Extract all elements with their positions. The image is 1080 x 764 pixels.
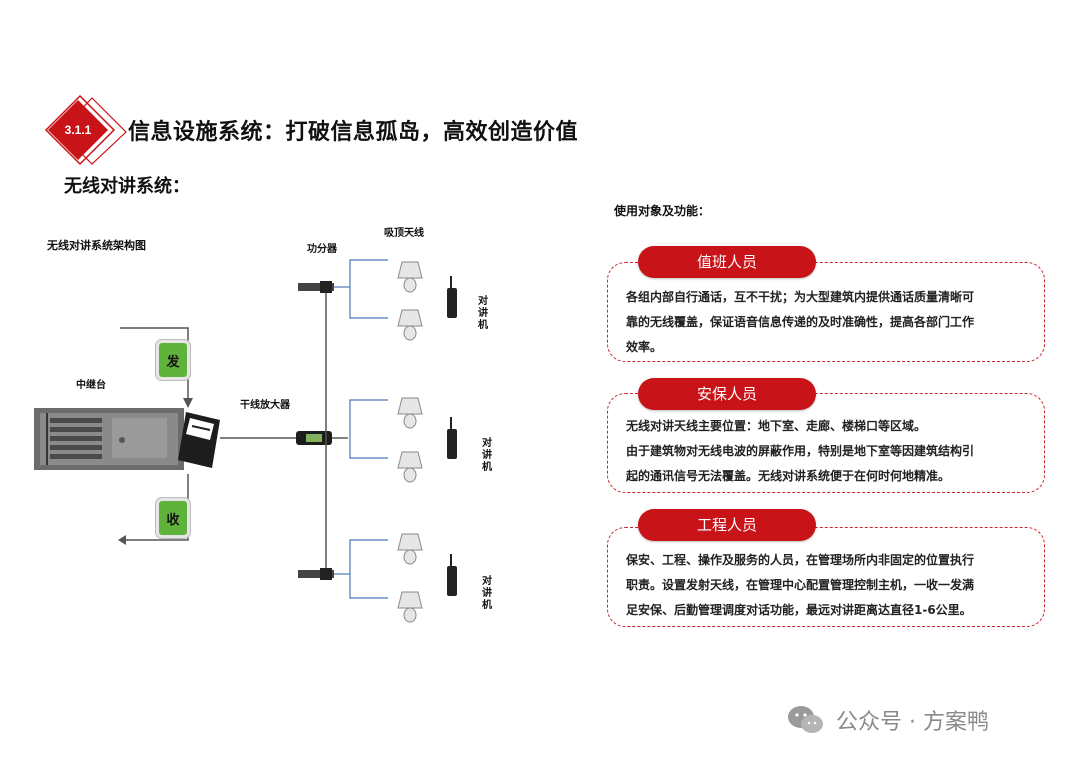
wechat-icon [788,706,823,733]
role-pill-security: 安保人员 [638,378,816,410]
diagram-title: 无线对讲系统架构图 [47,239,146,252]
card-line: 效率。 [626,340,663,354]
watermark-text: 公众号 · 方案鸭 [836,710,989,735]
subtitle: 无线对讲系统： [64,176,190,197]
card-line: 起的通讯信号无法覆盖。无线对讲系统便于在何时何地精准。 [626,469,951,483]
card-line: 保安、工程、操作及服务的人员，在管理场所内非固定的位置执行 [626,553,975,567]
card-line: 职责。设置发射天线，在管理中心配置管理控制主机，一收一发满 [626,578,975,592]
radio-label-3: 对讲机 [482,576,492,611]
ceiling-antenna-label: 吸顶天线 [384,228,424,239]
card-line: 靠的无线覆盖，保证语音信息传递的及时准确性，提高各部门工作 [626,315,975,329]
card-line: 由于建筑物对无线电波的屏蔽作用，特别是地下室等因建筑结构引 [626,444,975,458]
radio-label-1: 对讲机 [478,296,488,331]
splitter-bottom [298,568,334,580]
role-pill-engineering: 工程人员 [638,509,816,541]
architecture-diagram [34,259,457,623]
card-duty-staff: 各组内部自行通话，互不干扰；为大型建筑内提供通话质量清晰可 靠的无线覆盖，保证语… [607,262,1045,362]
receive-button: 收 [156,498,190,538]
duplexer-device [178,412,220,468]
uses-title: 使用对象及功能： [614,204,711,218]
section-title: 信息设施系统：打破信息孤岛，高效创造价值 [128,120,579,145]
card-engineering-staff: 保安、工程、操作及服务的人员，在管理场所内非固定的位置执行 职责。设置发射天线，… [607,527,1045,627]
section-badge: 3.1.1 [44,94,144,166]
badge-number: 3.1.1 [65,123,92,137]
ceiling-antennas [397,261,423,623]
splitter-top [298,281,334,293]
repeater-label: 中继台 [76,380,106,391]
repeater-device [34,408,184,470]
card-security-staff: 无线对讲天线主要位置：地下室、走廊、楼梯口等区域。 由于建筑物对无线电波的屏蔽作… [607,393,1045,493]
trunk-amplifier-label: 干线放大器 [240,400,290,411]
watermark: 公众号 · 方案鸭 [786,700,989,740]
card-line: 足安保、后勤管理调度对话功能，最远对讲距离达直径1-6公里。 [626,603,972,617]
radio-label-2: 对讲机 [482,438,492,473]
card-line: 无线对讲天线主要位置：地下室、走廊、楼梯口等区域。 [626,419,927,433]
splitter-label: 功分器 [307,244,337,255]
radio-devices [447,276,457,596]
card-line: 各组内部自行通话，互不干扰；为大型建筑内提供通话质量清晰可 [626,290,975,304]
send-button: 发 [156,340,190,380]
role-pill-duty: 值班人员 [638,246,816,278]
